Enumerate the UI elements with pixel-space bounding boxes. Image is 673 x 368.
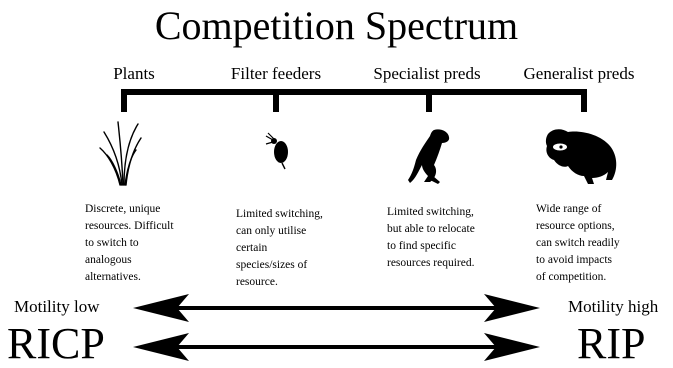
category-label-specialist-preds: Specialist preds: [373, 64, 481, 83]
filter-feeder-icon: [265, 132, 288, 170]
category-label-filter-feeders: Filter feeders: [230, 64, 322, 83]
competition-arrow: [133, 333, 540, 361]
motility-arrow-left-head: [133, 294, 189, 322]
bracket-tick-generalist-preds: [581, 89, 587, 112]
competition-arrow-left-head: [133, 333, 189, 361]
rip-label: RIP: [577, 319, 646, 368]
motility-arrow-right-head: [484, 294, 540, 322]
motility-high-label: Motility high: [568, 297, 659, 316]
raccoon-icon: [545, 129, 617, 184]
motility-low-label: Motility low: [14, 297, 100, 316]
description-plants: Discrete, unique resources. Difficult to…: [85, 203, 174, 283]
diagram-title: Competition Spectrum: [154, 3, 519, 48]
motility-arrow: [133, 294, 540, 322]
category-label-plants: Plants: [113, 64, 155, 83]
bracket-bar: [121, 89, 587, 95]
spectrum-bracket: [121, 89, 587, 112]
ferret-icon: [408, 129, 450, 184]
bracket-tick-specialist-preds: [426, 89, 432, 112]
competition-arrow-right-head: [484, 333, 540, 361]
category-label-generalist-preds: Generalist preds: [523, 64, 635, 83]
description-generalist-preds: Wide range of resource options, can swit…: [536, 203, 620, 283]
description-specialist-preds: Limited switching, but able to relocate …: [387, 206, 475, 269]
ricp-label: RICP: [7, 319, 105, 368]
plant-icon: [99, 121, 142, 186]
bracket-tick-filter-feeders: [273, 89, 279, 112]
bracket-tick-plants: [121, 89, 127, 112]
description-filter-feeders: Limited switching, can only utilise cert…: [236, 208, 323, 288]
